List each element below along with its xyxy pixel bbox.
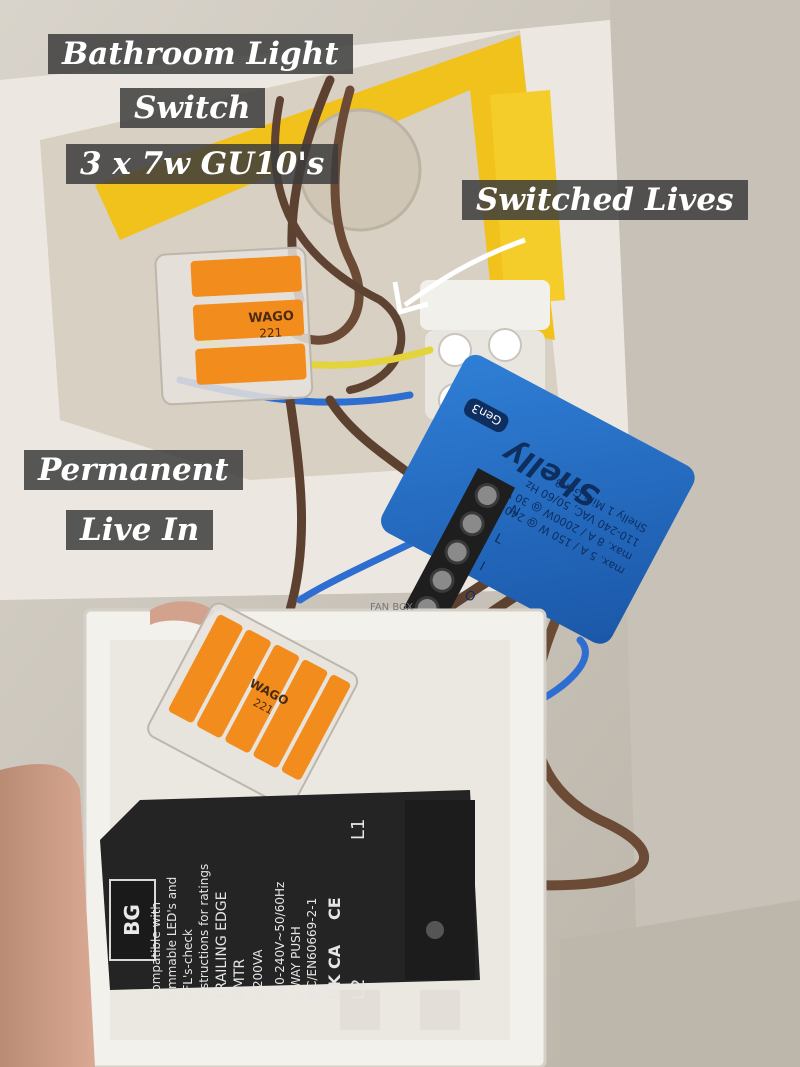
label-permanent-1: Permanent [24,450,243,490]
dimmer-line-8: 200-240V~50/60Hz [273,882,287,1000]
hand-thumb [150,601,215,625]
dimmer-terminal-l1: L1 [348,819,369,840]
dimmer-line-6: DMTR [232,959,248,1000]
wago-top-brand: WAGO [248,309,294,326]
dimmer-ukca: UK CA [325,944,344,1000]
label-bathroom-2: Switch [120,88,265,128]
dimmer-line-4: instructions for ratings [197,864,211,1000]
wago-top-model: 221 [259,325,283,340]
shelly-terminals: N L I O SW [398,468,522,639]
dimmer-line-10: IEC/EN60669-2-1 [305,898,319,1000]
shelly-relay: Shelly Gen3 max. 5 A / 150 W @ 240 VAC m… [381,354,695,644]
shelly-terminal-i: I [477,559,487,574]
label-permanent-2: Live In [66,510,214,550]
backplate-label: FAN BOX [370,602,413,613]
dimmer-ce: CE [325,897,344,920]
dimmer-brand: BG [120,904,144,936]
hand [0,764,95,1067]
wago-bottom-connector: WAGO 221 [147,602,359,808]
dimmer-line-5: TRAILING EDGE [214,892,230,1001]
label-bathroom-3: 3 x 7w GU10's [66,144,339,184]
dimmer-line-3: CFL's-check [181,929,195,1000]
label-bathroom-1: Bathroom Light [48,34,353,74]
arrow-icon [392,237,526,315]
wago-top-connector: WAGO 221 [154,246,314,406]
wall-corner-shadow [610,0,800,1067]
label-switched-lives: Switched Lives [462,180,748,220]
dimmer-line-7: 5-200VA [251,949,265,1000]
dimmer-module: BG Compatible with dimmable LED's and CF… [100,790,480,1001]
dimmer-line-1: Compatible with [149,902,163,1000]
dimmer-line-9: 2 WAY PUSH [289,926,303,1000]
dimmer-line-2: dimmable LED's and [165,877,179,1000]
dimmer-terminal-l2: L2 [348,979,369,1000]
floor-edge [560,900,800,1067]
